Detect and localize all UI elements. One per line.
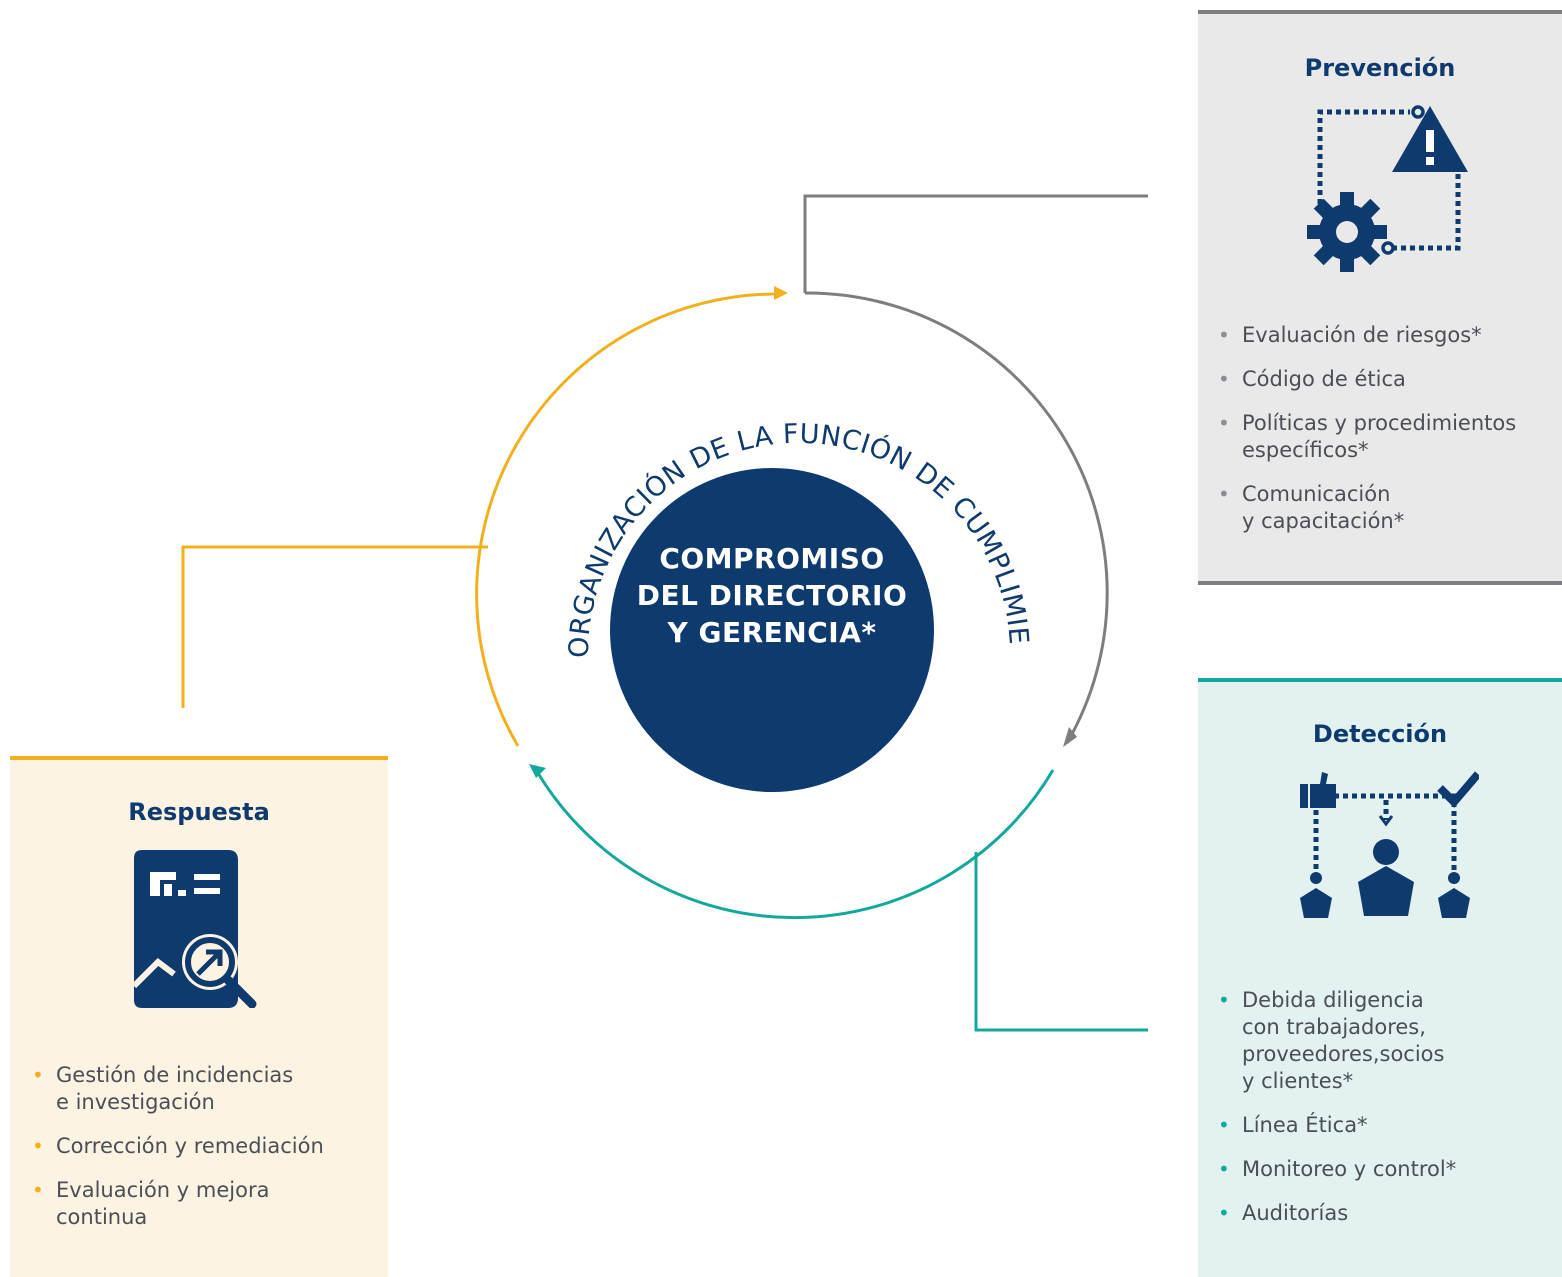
deteccion-title: Detección [1312,720,1448,748]
center-title: COMPROMISO DEL DIRECTORIO Y GERENCIA* [610,540,934,651]
center-title-line-1: COMPROMISO [659,542,885,575]
people-network-icon [1300,771,1479,918]
center-title-line-2: DEL DIRECTORIO [636,579,908,612]
list-item: Evaluación de riesgos* [1216,322,1556,349]
list-item: Corrección y remediación [30,1133,380,1160]
gear-warning-icon [1307,105,1468,272]
list-item: Línea Ética* [1216,1112,1556,1139]
prevencion-title: Prevención [1304,54,1456,82]
gray-arrowhead [1063,727,1077,747]
center-disc [610,468,934,792]
amber-cycle-arc [475,292,781,747]
center-title-line-3: Y GERENCIA* [667,616,877,649]
list-item: Monitoreo y control* [1216,1156,1556,1183]
teal-cycle-arc [533,767,1055,920]
teal-arrowhead [529,764,546,778]
gray-cycle-arc [804,291,1109,744]
document-search-chart-icon [134,850,257,1008]
prevencion-list: Evaluación de riesgos* Código de ética P… [1216,322,1556,552]
prevencion-card: Prevención Evaluación de rie [1198,10,1562,585]
list-item: Código de ética [1216,366,1556,393]
respuesta-title: Respuesta [128,798,270,826]
list-item: Auditorías [1216,1200,1556,1227]
deteccion-connector [974,852,1148,1032]
amber-arrowhead [774,286,788,300]
prevencion-connector [803,194,1148,293]
respuesta-connector [181,545,488,708]
